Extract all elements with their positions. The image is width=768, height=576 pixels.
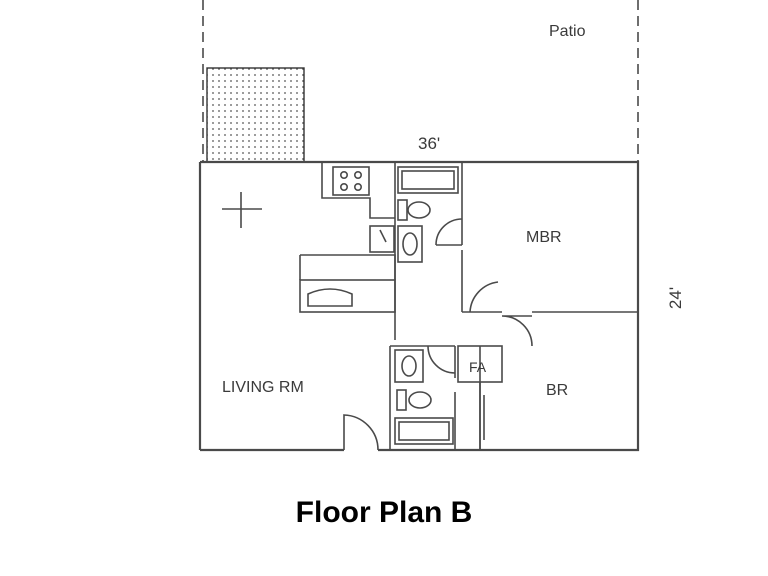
bath2-vanity [394, 349, 424, 383]
living-room-label: LIVING RM [222, 379, 304, 396]
br-label: BR [546, 382, 568, 399]
width-dimension: 36' [418, 134, 440, 153]
floor-plan-title: Floor Plan B [295, 496, 473, 529]
mbr-door-swing [469, 281, 502, 313]
kitchen-sink [369, 225, 395, 253]
bath1-door-swing [435, 218, 463, 246]
bath2-toilet-tank [396, 389, 407, 411]
bath1-walls [394, 162, 463, 312]
bath1-toilet [407, 201, 431, 219]
bath2-toilet [408, 391, 432, 409]
bath1-toilet-tank [397, 199, 408, 221]
exterior-walls [198, 160, 640, 452]
bath1-tub [397, 166, 459, 194]
closet-partition [479, 382, 485, 450]
patio-pad [206, 67, 305, 163]
crosshair-mark [222, 192, 262, 228]
mbr-label: MBR [526, 229, 562, 246]
stove [332, 166, 370, 196]
bath2-walls [389, 312, 481, 450]
mbr-walls [462, 311, 638, 313]
br-door-swing [501, 315, 533, 347]
kitchen-counter [300, 162, 396, 280]
front-door-swing [343, 414, 379, 451]
dishwasher-bar [299, 279, 396, 313]
bath2-door-swing [427, 345, 456, 374]
bath2-tub [394, 417, 454, 445]
depth-dimension: 24' [666, 287, 685, 309]
bath1-vanity [397, 225, 423, 263]
fa-label: FA [469, 359, 487, 375]
patio-label: Patio [549, 23, 586, 40]
